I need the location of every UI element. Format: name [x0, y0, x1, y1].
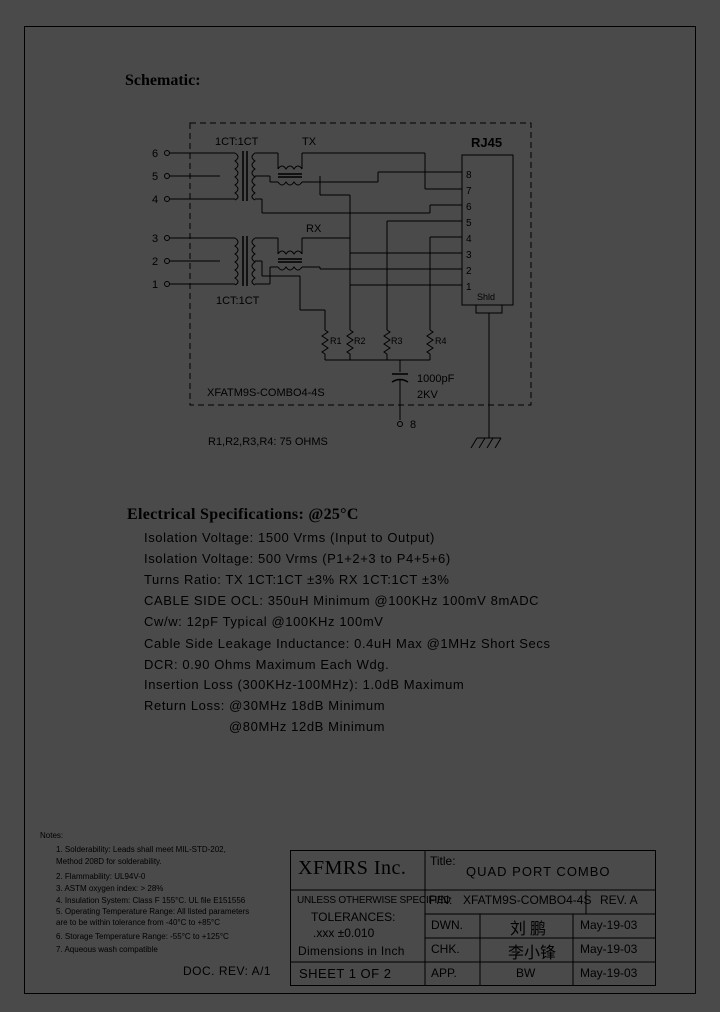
tolerance-header: UNLESS OTHERWISE SPECIFIED	[297, 895, 451, 906]
resistor-label: R2	[354, 336, 366, 346]
title-value: QUAD PORT COMBO	[466, 864, 611, 879]
document-revision: DOC. REV: A/1	[183, 964, 272, 978]
note-line: 2. Flammability: UL94V-0	[56, 872, 146, 881]
note-line: 1. Solderability: Leads shall meet MIL-S…	[56, 845, 226, 854]
resistor-r2	[346, 329, 354, 360]
dimension-units: Dimensions in Inch	[298, 944, 405, 958]
checked-date: May-19-03	[580, 942, 638, 956]
resistor-r3	[383, 329, 391, 360]
spec-line: Isolation Voltage: 1500 Vrms (Input to O…	[144, 530, 435, 545]
note-line: 7. Aqueous wash compatible	[56, 945, 158, 954]
approved-date: May-19-03	[580, 966, 638, 980]
left-pin-6	[164, 150, 235, 156]
rj45-connector	[461, 154, 514, 449]
connector-pin: 2	[466, 266, 472, 277]
approved-by-name: BW	[516, 966, 536, 980]
part-number-value: XFATM9S-COMBO4-4S	[463, 893, 592, 907]
resistor-value-note: R1,R2,R3,R4: 75 OHMS	[208, 436, 328, 448]
checked-by-label: CHK.	[431, 942, 460, 956]
transformer-bottom	[234, 236, 278, 286]
drawn-date: May-19-03	[580, 918, 638, 932]
left-pin-label: 6	[152, 148, 158, 160]
title-block	[290, 850, 656, 986]
sheet-number: SHEET 1 OF 2	[299, 966, 392, 981]
note-line: Method 208D for solderability.	[56, 857, 162, 866]
spec-line: CABLE SIDE OCL: 350uH Minimum @100KHz 10…	[144, 593, 540, 608]
transformer-top-ratio: 1CT:1CT	[215, 136, 259, 148]
note-line: 4. Insulation System: Class F 155°C. UL …	[56, 896, 246, 905]
spec-line: @80MHz 12dB Minimum	[229, 719, 386, 734]
checked-by-name: 李小锋	[508, 945, 557, 962]
approved-by-label: APP.	[431, 966, 457, 980]
spec-line: Cw/w: 12pF Typical @100KHz 100mV	[144, 614, 384, 629]
spec-line: Return Loss: @30MHz 18dB Minimum	[144, 698, 386, 713]
connector-label: RJ45	[471, 135, 502, 150]
part-number-label: XFATM9S-COMBO4-4S	[207, 387, 325, 399]
left-pin-3	[164, 235, 235, 241]
schematic-diagram: 6 5 4 3 2 1 1CT:1CT TX	[152, 122, 532, 449]
tx-label: TX	[302, 136, 317, 148]
capacitor-value: 1000pF	[417, 373, 455, 385]
capacitor-voltage: 2KV	[417, 389, 438, 401]
spec-line: Turns Ratio: TX 1CT:1CT ±3% RX 1CT:1CT ±…	[144, 572, 450, 587]
transformer-bottom-ratio: 1CT:1CT	[216, 295, 260, 307]
tx-common-mode-choke	[270, 152, 462, 190]
left-pin-5	[164, 173, 220, 179]
drawing-sheet-border	[24, 26, 696, 994]
spec-line: DCR: 0.90 Ohms Maximum Each Wdg.	[144, 657, 390, 672]
specs-title: Electrical Specifications: @25°C	[127, 506, 359, 523]
connector-pin: 5	[466, 218, 472, 229]
connector-pin: 3	[466, 250, 472, 261]
notes-title: Notes:	[40, 831, 64, 840]
tolerance-title: TOLERANCES:	[311, 910, 396, 924]
left-pin-label: 4	[152, 194, 158, 206]
drawn-by-name: 刘 鹏	[510, 921, 547, 938]
shield-label: Shld	[477, 292, 495, 302]
note-line: 3. ASTM oxygen index: > 28%	[56, 884, 164, 893]
left-pin-1	[164, 281, 235, 287]
spec-line: Cable Side Leakage Inductance: 0.4uH Max…	[144, 636, 551, 651]
spec-line: Insertion Loss (300KHz-100MHz): 1.0dB Ma…	[144, 677, 465, 692]
connector-pin: 6	[466, 202, 472, 213]
rx-label: RX	[306, 223, 322, 235]
connector-pin: 4	[466, 234, 472, 245]
connector-pin: 7	[466, 186, 472, 197]
drawn-by-label: DWN.	[431, 918, 463, 932]
capacitor	[391, 373, 409, 427]
note-line: are to be within tolerance from -40°C to…	[56, 918, 221, 927]
left-pin-2	[164, 258, 220, 264]
part-number-field-label: P/N:	[429, 893, 453, 907]
revision-label: REV. A	[600, 893, 638, 907]
resistor-label: R3	[391, 336, 403, 346]
resistor-r1	[321, 310, 329, 360]
module-boundary	[189, 122, 532, 406]
left-pin-label: 1	[152, 279, 158, 291]
connector-pin: 1	[466, 282, 472, 293]
resistor-r4	[426, 329, 434, 360]
note-line: 6. Storage Temperature Range: -55°C to +…	[56, 932, 229, 941]
left-pin-4	[164, 196, 235, 202]
tolerance-value: .xxx ±0.010	[313, 926, 375, 940]
rx-common-mode-choke	[277, 237, 462, 271]
ground-pin-label: 8	[410, 419, 416, 431]
connector-pin: 8	[466, 170, 472, 181]
company-name: XFMRS Inc.	[298, 857, 407, 879]
left-pin-label: 2	[152, 256, 158, 268]
resistor-label: R4	[435, 336, 447, 346]
schematic-title: Schematic:	[125, 72, 201, 89]
title-label: Title:	[430, 854, 456, 868]
left-pin-label: 5	[152, 171, 158, 183]
resistor-label: R1	[330, 336, 342, 346]
spec-line: Isolation Voltage: 500 Vrms (P1+2+3 to P…	[144, 551, 451, 566]
note-line: 5. Operating Temperature Range: All list…	[56, 907, 250, 916]
transformer-top	[234, 151, 278, 201]
left-pin-label: 3	[152, 233, 158, 245]
